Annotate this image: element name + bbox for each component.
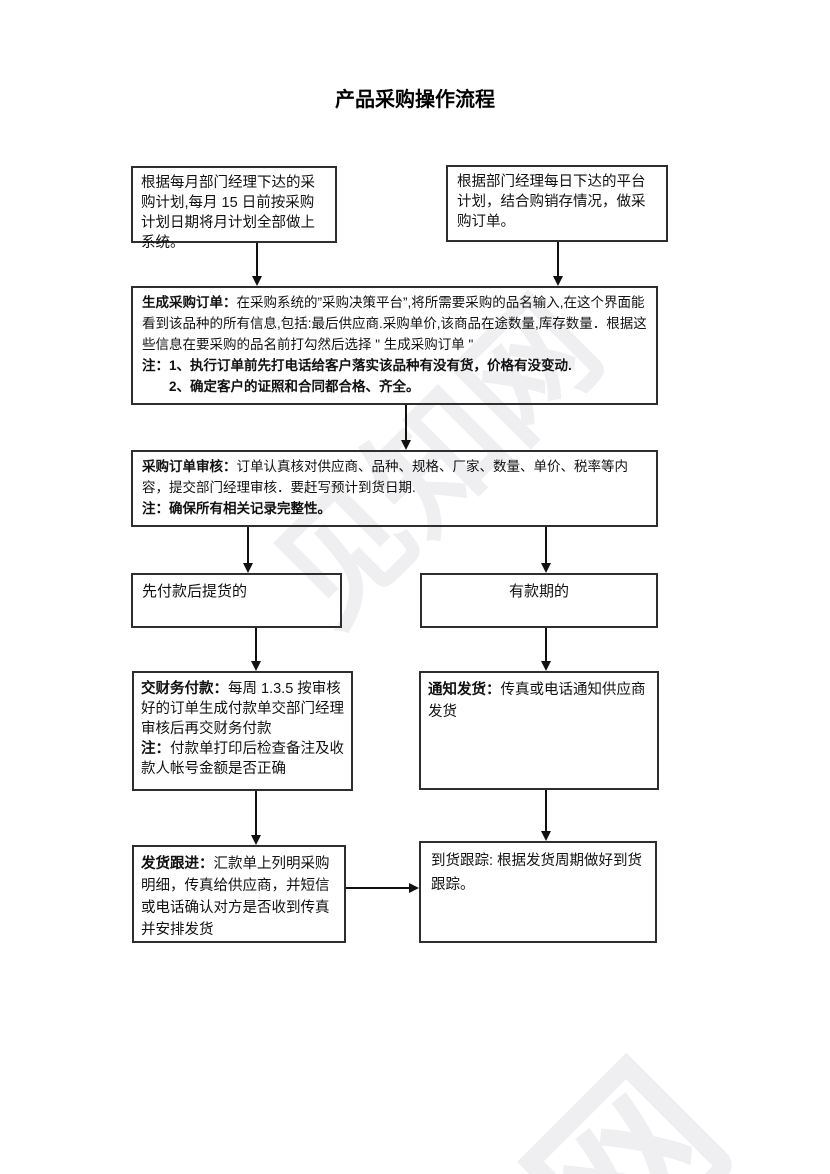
arrow-generate-to-review-line [405, 405, 407, 441]
watermark-bottom: 见知网 [207, 997, 773, 1174]
node-branch-prepay-text: 先付款后提货的 [142, 583, 248, 600]
node-arrival-tracking: 到货跟踪: 根据发货周期做好到货跟踪。 [419, 841, 657, 943]
arrow-credit-to-notify-head-icon [541, 661, 551, 671]
arrow-followup-to-tracking-head-icon [409, 883, 419, 893]
node-finance-payment: 交财务付款：每周 1.3.5 按审核好的订单生成付款单交部门经理审核后再交财务付… [132, 671, 353, 791]
node-shipping-followup-body: 发货跟进：汇款单上列明采购明细，传真给供应商，并短信或电话确认对方是否收到传真并… [141, 853, 337, 941]
node-notify-shipping-body: 通知发货：传真或电话通知供应商发货 [428, 679, 650, 723]
page-title: 产品采购操作流程 [335, 89, 495, 111]
node-order-review-body-text: 订单认真核对供应商、品种、规格、厂家、数量、单价、税率等内容，提交部门经理审核．… [142, 459, 628, 495]
arrow-payment-to-followup-line [255, 791, 257, 836]
arrow-notify-to-tracking-head-icon [541, 831, 551, 841]
node-generate-order-note2: 2、确定客户的证照和合同都合格、齐全。 [169, 379, 420, 394]
node-shipping-followup: 发货跟进：汇款单上列明采购明细，传真给供应商，并短信或电话确认对方是否收到传真并… [132, 845, 346, 943]
arrow-review-to-credit-head-icon [541, 563, 551, 573]
arrow-review-to-credit-line [545, 527, 547, 564]
node-order-review-body: 采购订单审核：订单认真核对供应商、品种、规格、厂家、数量、单价、税率等内容，提交… [142, 456, 647, 498]
arrow-monthly-to-generate-line [256, 243, 258, 277]
node-order-review-note: 注：确保所有相关记录完整性。 [142, 501, 331, 516]
node-generate-order-label: 生成采购订单： [142, 295, 237, 310]
node-generate-order: 生成采购订单：在采购系统的”采购决策平台”,将所需要采购的品名输入,在这个界面能… [131, 286, 658, 405]
node-branch-credit: 有款期的 [420, 573, 658, 628]
node-monthly-plan: 根据每月部门经理下达的采购计划,每月 15 日前按采购计划日期将月计划全部做上系… [131, 166, 337, 251]
arrow-prepay-to-payment-head-icon [251, 661, 261, 671]
node-notify-shipping-body-text: 传真或电话通知供应商发货 [428, 682, 646, 720]
node-shipping-followup-label: 发货跟进： [141, 856, 214, 872]
arrow-credit-to-notify-line [545, 628, 547, 662]
node-arrival-tracking-text: 到货跟踪: 根据发货周期做好到货跟踪。 [431, 853, 643, 893]
arrow-payment-to-followup-head-icon [251, 835, 261, 845]
node-generate-order-body-text: 在采购系统的”采购决策平台”,将所需要采购的品名输入,在这个界面能看到该品种的所… [142, 295, 647, 352]
node-branch-credit-text: 有款期的 [508, 583, 569, 600]
node-generate-order-body: 生成采购订单：在采购系统的”采购决策平台”,将所需要采购的品名输入,在这个界面能… [142, 292, 647, 355]
arrow-review-to-prepay-head-icon [243, 563, 253, 573]
node-generate-order-note1: 注：1、执行订单前先打电话给客户落实该品种有没有货，价格有没变动. [142, 358, 572, 373]
node-finance-payment-note-label: 注： [141, 741, 170, 757]
arrow-review-to-prepay-line [247, 527, 249, 564]
node-notify-shipping-label: 通知发货： [428, 682, 501, 698]
node-order-review: 采购订单审核：订单认真核对供应商、品种、规格、厂家、数量、单价、税率等内容，提交… [131, 450, 658, 527]
arrow-monthly-to-generate-head-icon [252, 276, 262, 286]
node-monthly-plan-text: 根据每月部门经理下达的采购计划,每月 15 日前按采购计划日期将月计划全部做上系… [141, 175, 315, 251]
arrow-notify-to-tracking-line [545, 790, 547, 832]
node-finance-payment-note-text: 付款单打印后检查备注及收款人帐号金额是否正确 [141, 741, 344, 777]
arrow-daily-to-generate-line [557, 242, 559, 277]
node-finance-payment-body-text: 每周 1.3.5 按审核好的订单生成付款单交部门经理审核后再交财务付款 [141, 681, 344, 737]
node-finance-payment-body: 交财务付款：每周 1.3.5 按审核好的订单生成付款单交部门经理审核后再交财务付… [141, 679, 344, 739]
node-finance-payment-label: 交财务付款： [141, 681, 228, 697]
arrow-prepay-to-payment-line [255, 628, 257, 662]
node-finance-payment-note: 注：付款单打印后检查备注及收款人帐号金额是否正确 [141, 739, 344, 779]
node-daily-plan-text: 根据部门经理每日下达的平台计划，结合购销存情况，做采购订单。 [457, 174, 646, 230]
node-daily-plan: 根据部门经理每日下达的平台计划，结合购销存情况，做采购订单。 [446, 165, 668, 242]
node-order-review-label: 采购订单审核： [142, 459, 237, 474]
arrow-daily-to-generate-head-icon [553, 276, 563, 286]
arrow-followup-to-tracking-line [346, 887, 410, 889]
node-shipping-followup-body-text: 汇款单上列明采购明细，传真给供应商，并短信或电话确认对方是否收到传真并安排发货 [141, 856, 330, 938]
arrow-generate-to-review-head-icon [401, 440, 411, 450]
node-branch-prepay: 先付款后提货的 [131, 573, 342, 628]
node-notify-shipping: 通知发货：传真或电话通知供应商发货 [419, 671, 659, 790]
